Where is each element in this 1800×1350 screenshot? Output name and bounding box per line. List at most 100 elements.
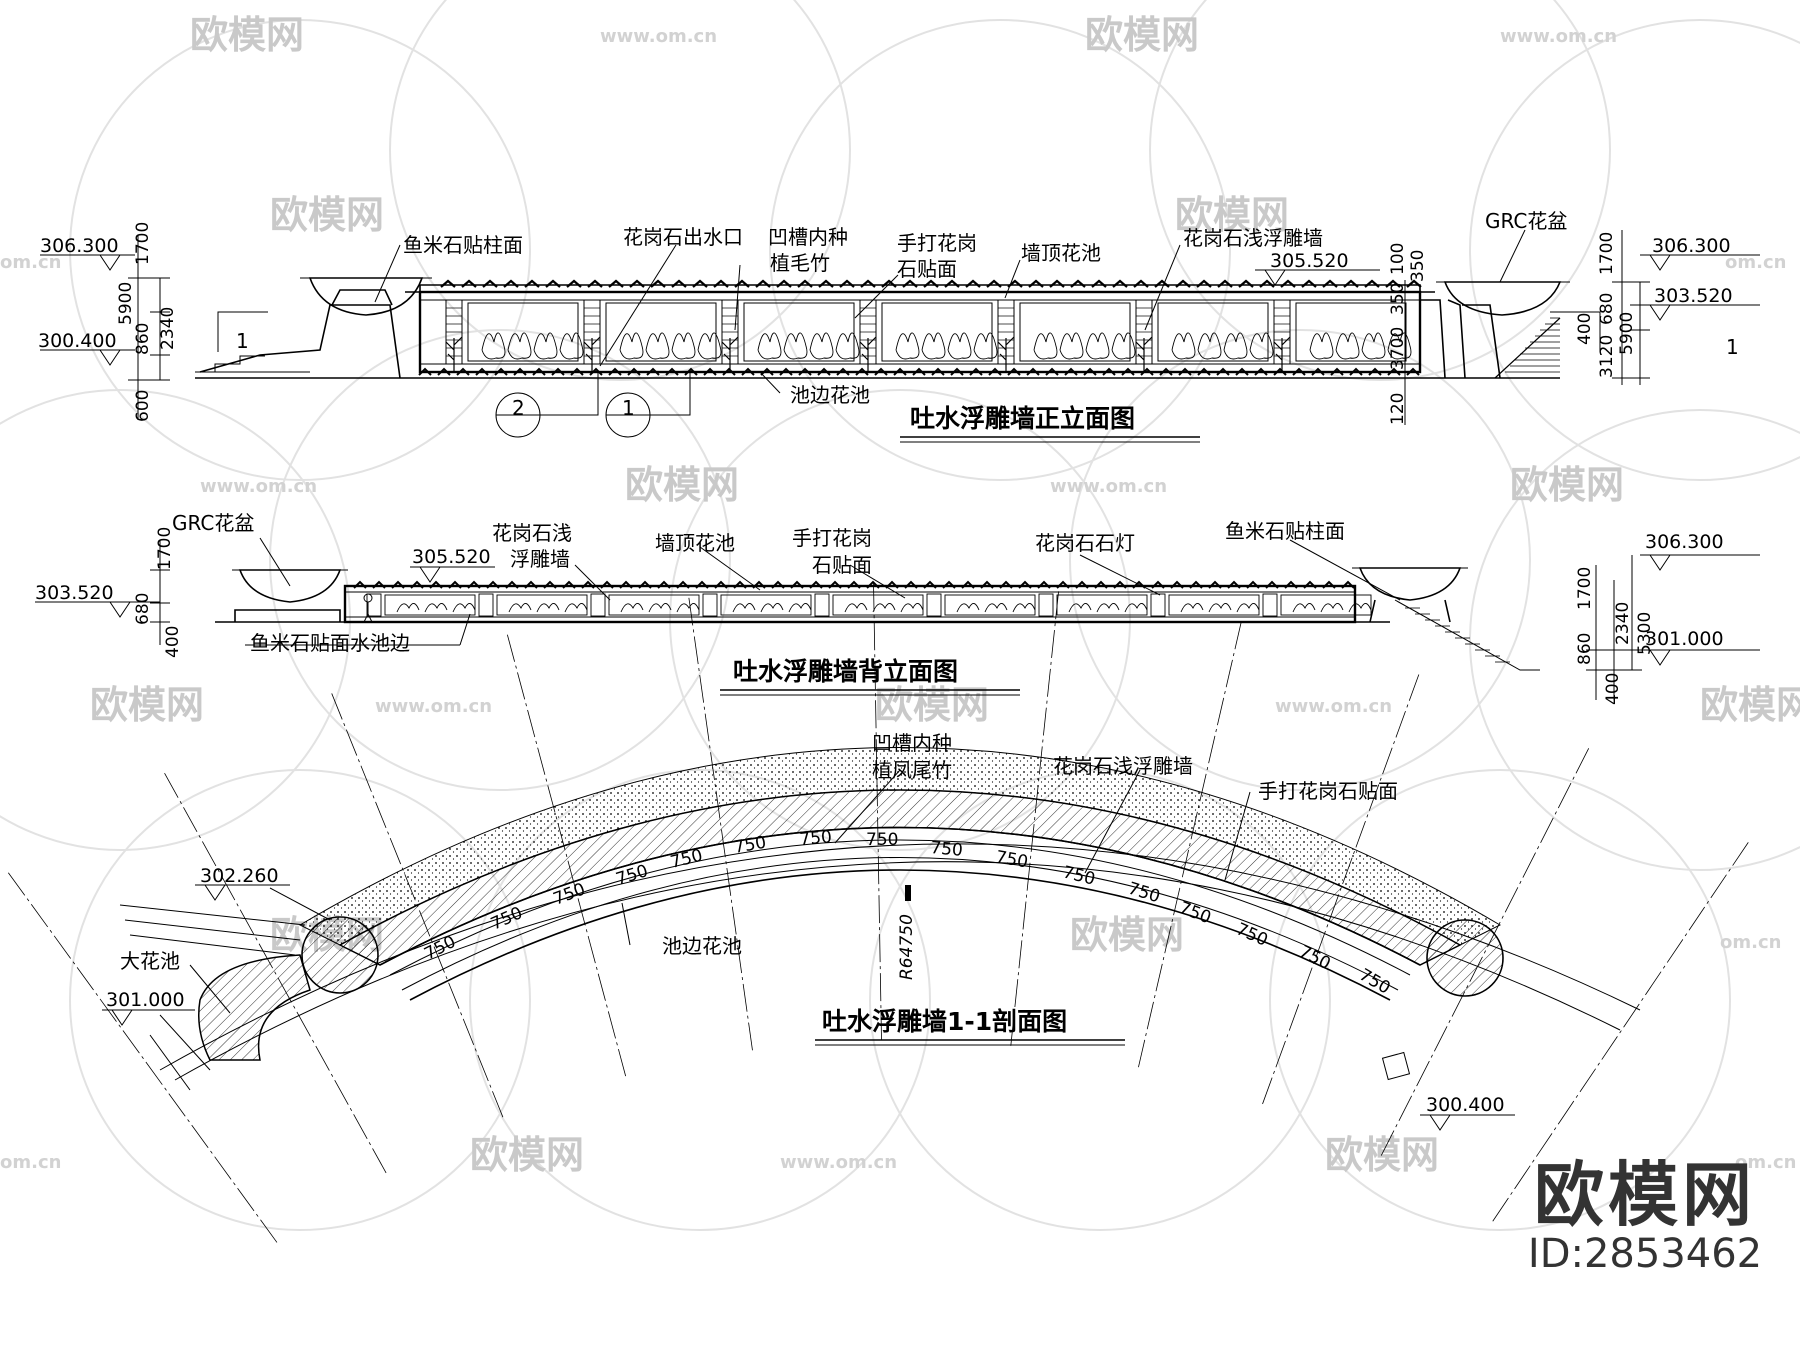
plant-mark	[961, 580, 975, 589]
plant-mark	[1292, 367, 1306, 376]
spacing-label: 750	[1233, 919, 1271, 950]
plant-mark	[1112, 279, 1128, 288]
front-section-symbol-2: 2	[512, 396, 525, 420]
plant-mark	[860, 279, 876, 288]
radial-line	[1492, 839, 1751, 1222]
plant-mark	[456, 367, 470, 376]
back-relief-panel	[496, 594, 588, 616]
relief-panel	[1157, 302, 1269, 362]
plant-mark	[1301, 279, 1317, 288]
large-planter-left	[198, 954, 311, 1061]
plant-mark	[513, 367, 527, 376]
section-radius-label: R64750	[897, 914, 917, 980]
plant-mark	[1045, 367, 1059, 376]
relief-motif	[507, 332, 532, 360]
relief-motif	[956, 603, 980, 613]
bamboo-plant	[721, 336, 739, 372]
plant-mark	[965, 279, 981, 288]
relief-motif	[760, 603, 784, 613]
relief-motif	[676, 603, 700, 613]
plant-mark	[950, 367, 964, 376]
back-elev-right-bottom: 301.000	[1645, 628, 1724, 650]
relief-wall-front	[418, 290, 1422, 374]
relief-motif	[1236, 603, 1260, 613]
front-dim-left-860: 860	[133, 323, 153, 355]
plant-mark	[1280, 279, 1296, 288]
front-label-wall-top-planter: 墙顶花池	[1021, 241, 1101, 265]
relief-motif	[508, 603, 532, 613]
watermark-url: www.om.cn	[780, 1152, 897, 1173]
plant-mark	[1064, 367, 1078, 376]
plant-mark	[627, 367, 641, 376]
spacing-label: 750	[799, 827, 833, 850]
plant-mark	[482, 279, 498, 288]
back-elev-left: 303.520	[35, 582, 114, 604]
plant-mark	[1113, 580, 1127, 589]
human-figure	[363, 593, 373, 623]
front-elev-right-top: 306.300	[1652, 235, 1731, 257]
plant-mark	[1197, 367, 1211, 376]
relief-motif	[973, 332, 998, 360]
back-relief-panel	[832, 594, 924, 616]
front-dim-mid-120: 120	[1388, 393, 1408, 425]
watermark-name: 欧模网	[1510, 463, 1624, 507]
back-label-pool-edge: 鱼米石贴面水池边	[250, 631, 410, 655]
watermark-name: 欧模网	[1325, 1133, 1439, 1177]
plant-mark	[1265, 580, 1279, 589]
stair-stringer	[1494, 317, 1561, 379]
back-pillar	[814, 593, 830, 617]
plant-mark	[1246, 580, 1260, 589]
relief-motif	[921, 332, 946, 360]
plant-mark	[797, 279, 813, 288]
stair-stringer	[1394, 599, 1540, 671]
plant-mark	[722, 367, 736, 376]
plant-mark	[733, 580, 747, 589]
front-dim-mid-3700: 3700	[1388, 327, 1408, 370]
plant-mark	[1343, 279, 1359, 288]
front-label-granite-outlet: 花岗石出水口	[623, 225, 743, 249]
relief-motif	[1096, 603, 1120, 613]
radial-line	[1262, 671, 1421, 1105]
watermark-name: 欧模网	[625, 463, 739, 507]
plant-mark	[1159, 367, 1173, 376]
plant-mark	[798, 367, 812, 376]
plant-mark	[836, 367, 850, 376]
plant-mark	[713, 279, 729, 288]
plant-mark	[448, 580, 462, 589]
front-label-hand-granite-2: 石贴面	[897, 257, 957, 281]
watermark-name: 欧模网	[190, 13, 304, 57]
watermark-url-short: om.cn	[1735, 1152, 1796, 1173]
plant-mark	[1121, 367, 1135, 376]
section-label-pool-edge-planter: 池边花池	[662, 934, 742, 958]
plant-mark	[524, 580, 538, 589]
back-dim-left-1700: 1700	[155, 527, 175, 570]
relief-motif	[559, 332, 584, 360]
section-elev-301: 301.000	[106, 989, 185, 1011]
plant-mark	[695, 580, 709, 589]
back-label-hand-granite-1: 手打花岗	[792, 526, 872, 550]
relief-motif	[835, 332, 860, 360]
front-dim-mid-100: 100	[1388, 243, 1408, 275]
plant-mark	[1208, 580, 1222, 589]
plant-mark	[1284, 580, 1298, 589]
plant-mark	[545, 279, 561, 288]
front-label-granite-relief: 花岗石浅浮雕墙	[1183, 226, 1323, 250]
back-elevation-title: 吐水浮雕墙背立面图	[733, 657, 958, 686]
spacing-label: 750	[1126, 879, 1163, 908]
relief-motif	[481, 332, 506, 360]
bamboo-plant	[859, 336, 877, 372]
plant-mark	[855, 367, 869, 376]
plant-mark	[1056, 580, 1070, 589]
relief-motif	[732, 603, 756, 613]
plant-mark	[692, 279, 708, 288]
back-label-grc-planter: GRC花盆	[172, 511, 254, 535]
plant-mark	[912, 367, 926, 376]
grc-planter-left-back	[238, 569, 342, 603]
plant-mark	[429, 580, 443, 589]
plant-mark	[467, 580, 481, 589]
plant-mark	[503, 279, 519, 288]
plant-mark	[893, 367, 907, 376]
plant-mark	[1349, 367, 1363, 376]
